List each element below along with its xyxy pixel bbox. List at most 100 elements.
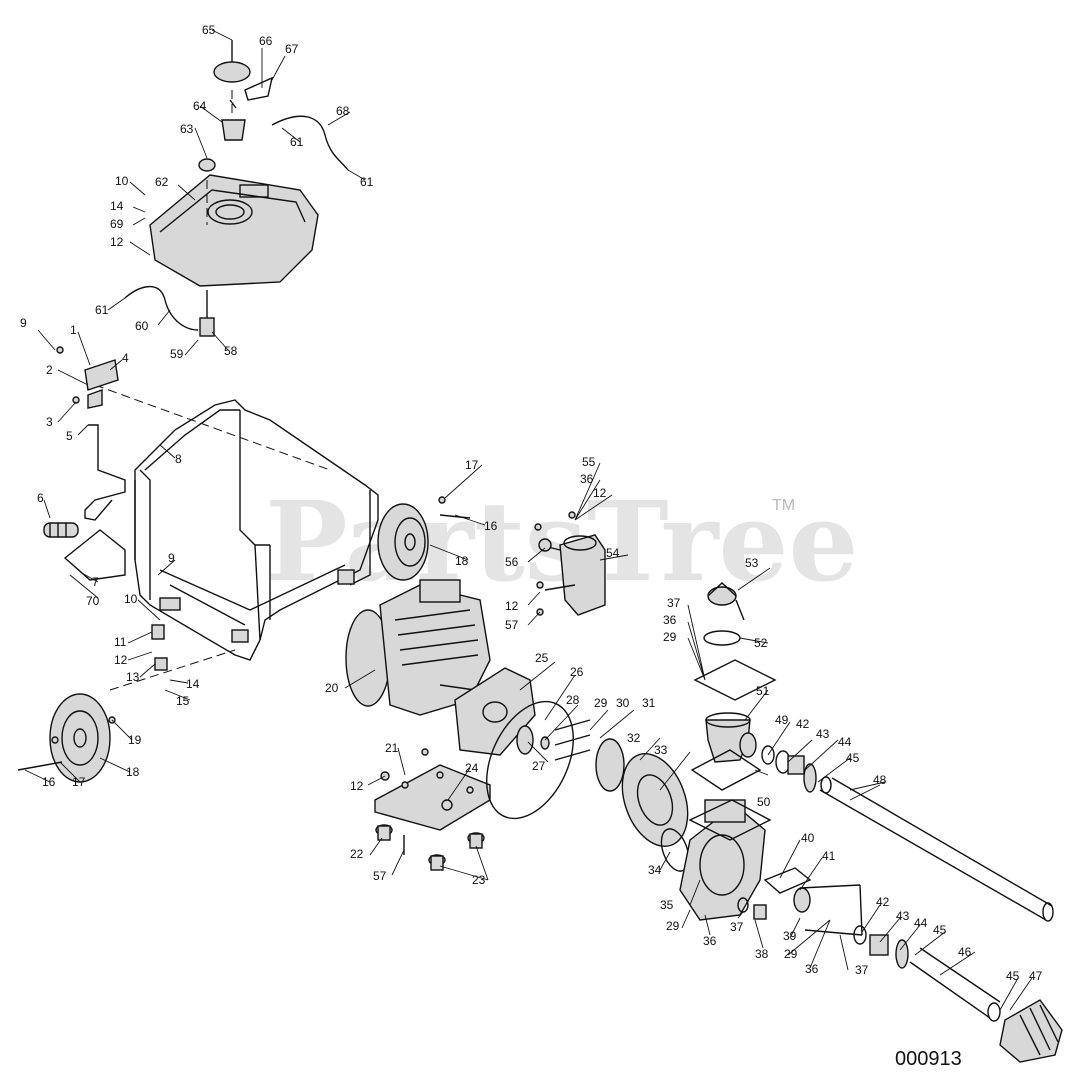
callout-14-mid: 14 bbox=[186, 677, 200, 691]
callout-9-mid: 9 bbox=[168, 551, 175, 565]
callout-54: 54 bbox=[606, 546, 620, 560]
callout-19: 19 bbox=[128, 733, 142, 747]
callout-46: 46 bbox=[958, 945, 972, 959]
callout-5: 5 bbox=[66, 429, 73, 443]
callout-33: 33 bbox=[654, 743, 668, 757]
callout-36-top: 36 bbox=[663, 613, 677, 627]
callout-10-mid: 10 bbox=[124, 592, 138, 606]
muffler-assembly bbox=[534, 511, 606, 616]
callout-65: 65 bbox=[202, 23, 216, 37]
callout-66: 66 bbox=[259, 34, 273, 48]
callout-11: 11 bbox=[114, 635, 127, 649]
callout-45-end: 45 bbox=[1006, 969, 1020, 983]
wheel-rear bbox=[377, 496, 471, 581]
callout-63: 63 bbox=[180, 122, 194, 136]
callout-60: 60 bbox=[135, 319, 149, 333]
callout-45-low: 45 bbox=[933, 923, 947, 937]
callout-68: 68 bbox=[336, 104, 350, 118]
callout-layer: 65 66 67 64 68 63 61 61 10 62 14 69 12 6… bbox=[20, 23, 1043, 1011]
pump-assembly bbox=[454, 582, 1063, 1063]
callout-12-muffler-low: 12 bbox=[505, 599, 519, 613]
callout-3: 3 bbox=[46, 415, 53, 429]
document-number: 000913 bbox=[895, 1048, 962, 1070]
callout-17-front: 17 bbox=[72, 775, 86, 789]
callout-15: 15 bbox=[176, 694, 190, 708]
callout-59: 59 bbox=[170, 347, 184, 361]
callout-9-top: 9 bbox=[20, 316, 27, 330]
callout-36-low: 36 bbox=[703, 934, 717, 948]
callout-55: 55 bbox=[582, 455, 596, 469]
callout-12-muffler: 12 bbox=[593, 486, 607, 500]
callout-70: 70 bbox=[86, 594, 100, 608]
engine-base-plate bbox=[374, 748, 491, 871]
callout-44-low: 44 bbox=[914, 916, 928, 930]
frame-assembly bbox=[43, 346, 379, 691]
callout-51: 51 bbox=[756, 684, 770, 698]
callout-18-rear: 18 bbox=[455, 554, 469, 568]
callout-62: 62 bbox=[155, 175, 169, 189]
callout-25: 25 bbox=[535, 651, 549, 665]
callout-22: 22 bbox=[350, 847, 364, 861]
callout-26: 26 bbox=[570, 665, 584, 679]
callout-57-muffler: 57 bbox=[505, 618, 519, 632]
callout-13: 13 bbox=[126, 670, 140, 684]
callout-16-front: 16 bbox=[42, 775, 56, 789]
callout-67: 67 bbox=[285, 42, 299, 56]
callout-10-top: 10 bbox=[115, 174, 129, 188]
callout-32: 32 bbox=[627, 731, 641, 745]
callout-43-low: 43 bbox=[896, 909, 910, 923]
callout-49: 49 bbox=[775, 713, 789, 727]
callout-23: 23 bbox=[472, 873, 486, 887]
callout-18-front: 18 bbox=[126, 765, 140, 779]
callout-61-top: 61 bbox=[290, 135, 304, 149]
callout-50: 50 bbox=[757, 795, 771, 809]
callout-6: 6 bbox=[37, 491, 44, 505]
callout-1: 1 bbox=[70, 323, 77, 337]
wheel-front bbox=[17, 693, 116, 783]
callout-58: 58 bbox=[224, 344, 238, 358]
fuel-tank-assembly bbox=[124, 40, 349, 337]
callout-29-suction: 29 bbox=[784, 947, 798, 961]
engine bbox=[345, 579, 491, 716]
callout-27: 27 bbox=[532, 759, 546, 773]
callout-64: 64 bbox=[193, 99, 207, 113]
callout-37-top: 37 bbox=[667, 596, 681, 610]
callout-56: 56 bbox=[505, 555, 519, 569]
callout-40: 40 bbox=[801, 831, 815, 845]
callout-31: 31 bbox=[642, 696, 656, 710]
callout-42-top: 42 bbox=[796, 717, 810, 731]
callout-42-low: 42 bbox=[876, 895, 890, 909]
callout-52: 52 bbox=[754, 636, 768, 650]
callout-61-left: 61 bbox=[95, 303, 109, 317]
callout-41: 41 bbox=[822, 849, 836, 863]
callout-39: 39 bbox=[783, 929, 797, 943]
callout-4: 4 bbox=[122, 351, 129, 365]
callout-29-low: 29 bbox=[666, 919, 680, 933]
callout-28: 28 bbox=[566, 693, 580, 707]
callout-24: 24 bbox=[465, 761, 479, 775]
callout-12-top: 12 bbox=[110, 235, 124, 249]
callout-37-suction: 37 bbox=[855, 963, 869, 977]
callout-8: 8 bbox=[175, 452, 182, 466]
callout-30: 30 bbox=[616, 696, 630, 710]
callout-38: 38 bbox=[755, 947, 769, 961]
callout-35: 35 bbox=[660, 898, 674, 912]
callout-53: 53 bbox=[745, 556, 759, 570]
callout-69: 69 bbox=[110, 217, 124, 231]
callout-45-top: 45 bbox=[846, 751, 860, 765]
callout-34: 34 bbox=[648, 863, 662, 877]
callout-29-pump: 29 bbox=[594, 696, 608, 710]
callout-57-plate: 57 bbox=[373, 869, 387, 883]
watermark: PartsTree bbox=[265, 477, 859, 606]
callout-61-right: 61 bbox=[360, 175, 374, 189]
watermark-trademark: TM bbox=[772, 497, 795, 514]
callout-21: 21 bbox=[385, 741, 399, 755]
callout-29-top: 29 bbox=[663, 630, 677, 644]
callout-7: 7 bbox=[92, 575, 99, 589]
callout-43-top: 43 bbox=[816, 727, 830, 741]
callout-36-suction: 36 bbox=[805, 962, 819, 976]
callout-47: 47 bbox=[1029, 969, 1043, 983]
callout-20: 20 bbox=[325, 681, 339, 695]
callout-16-rear: 16 bbox=[484, 519, 498, 533]
